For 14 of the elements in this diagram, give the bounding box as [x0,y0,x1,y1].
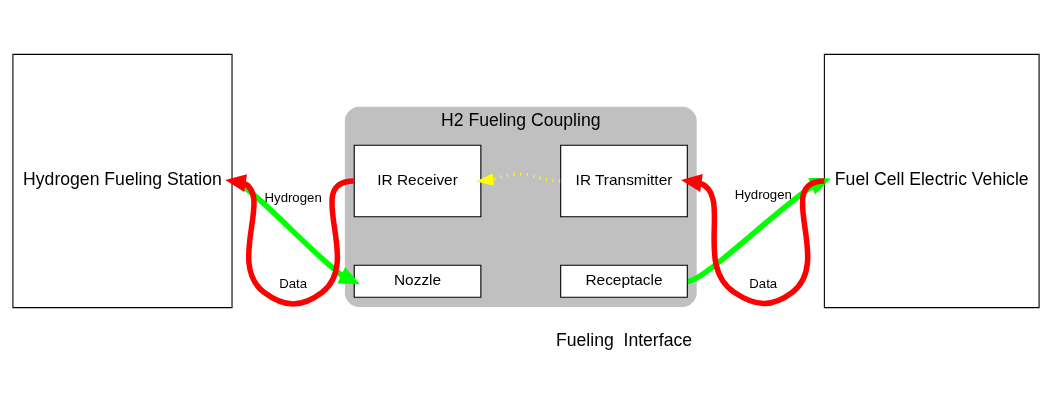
arrow [475,172,561,186]
node-box: Hydrogen Fueling Station [12,53,233,309]
node-box: Fuel Cell Electric Vehicle [823,53,1040,309]
edge-label: Hydrogen [734,187,792,203]
edge-label: Data [279,276,308,292]
node-box: IR Receiver [353,144,482,218]
edge-label: Data [749,276,778,292]
node-box: IR Transmitter [560,144,688,218]
label: Fueling Interface [555,329,693,350]
node-box: Nozzle [353,264,482,298]
edge-label: Hydrogen [264,189,322,205]
arrow [225,174,355,307]
node-box: Receptacle [560,264,688,298]
arrow [681,174,825,307]
